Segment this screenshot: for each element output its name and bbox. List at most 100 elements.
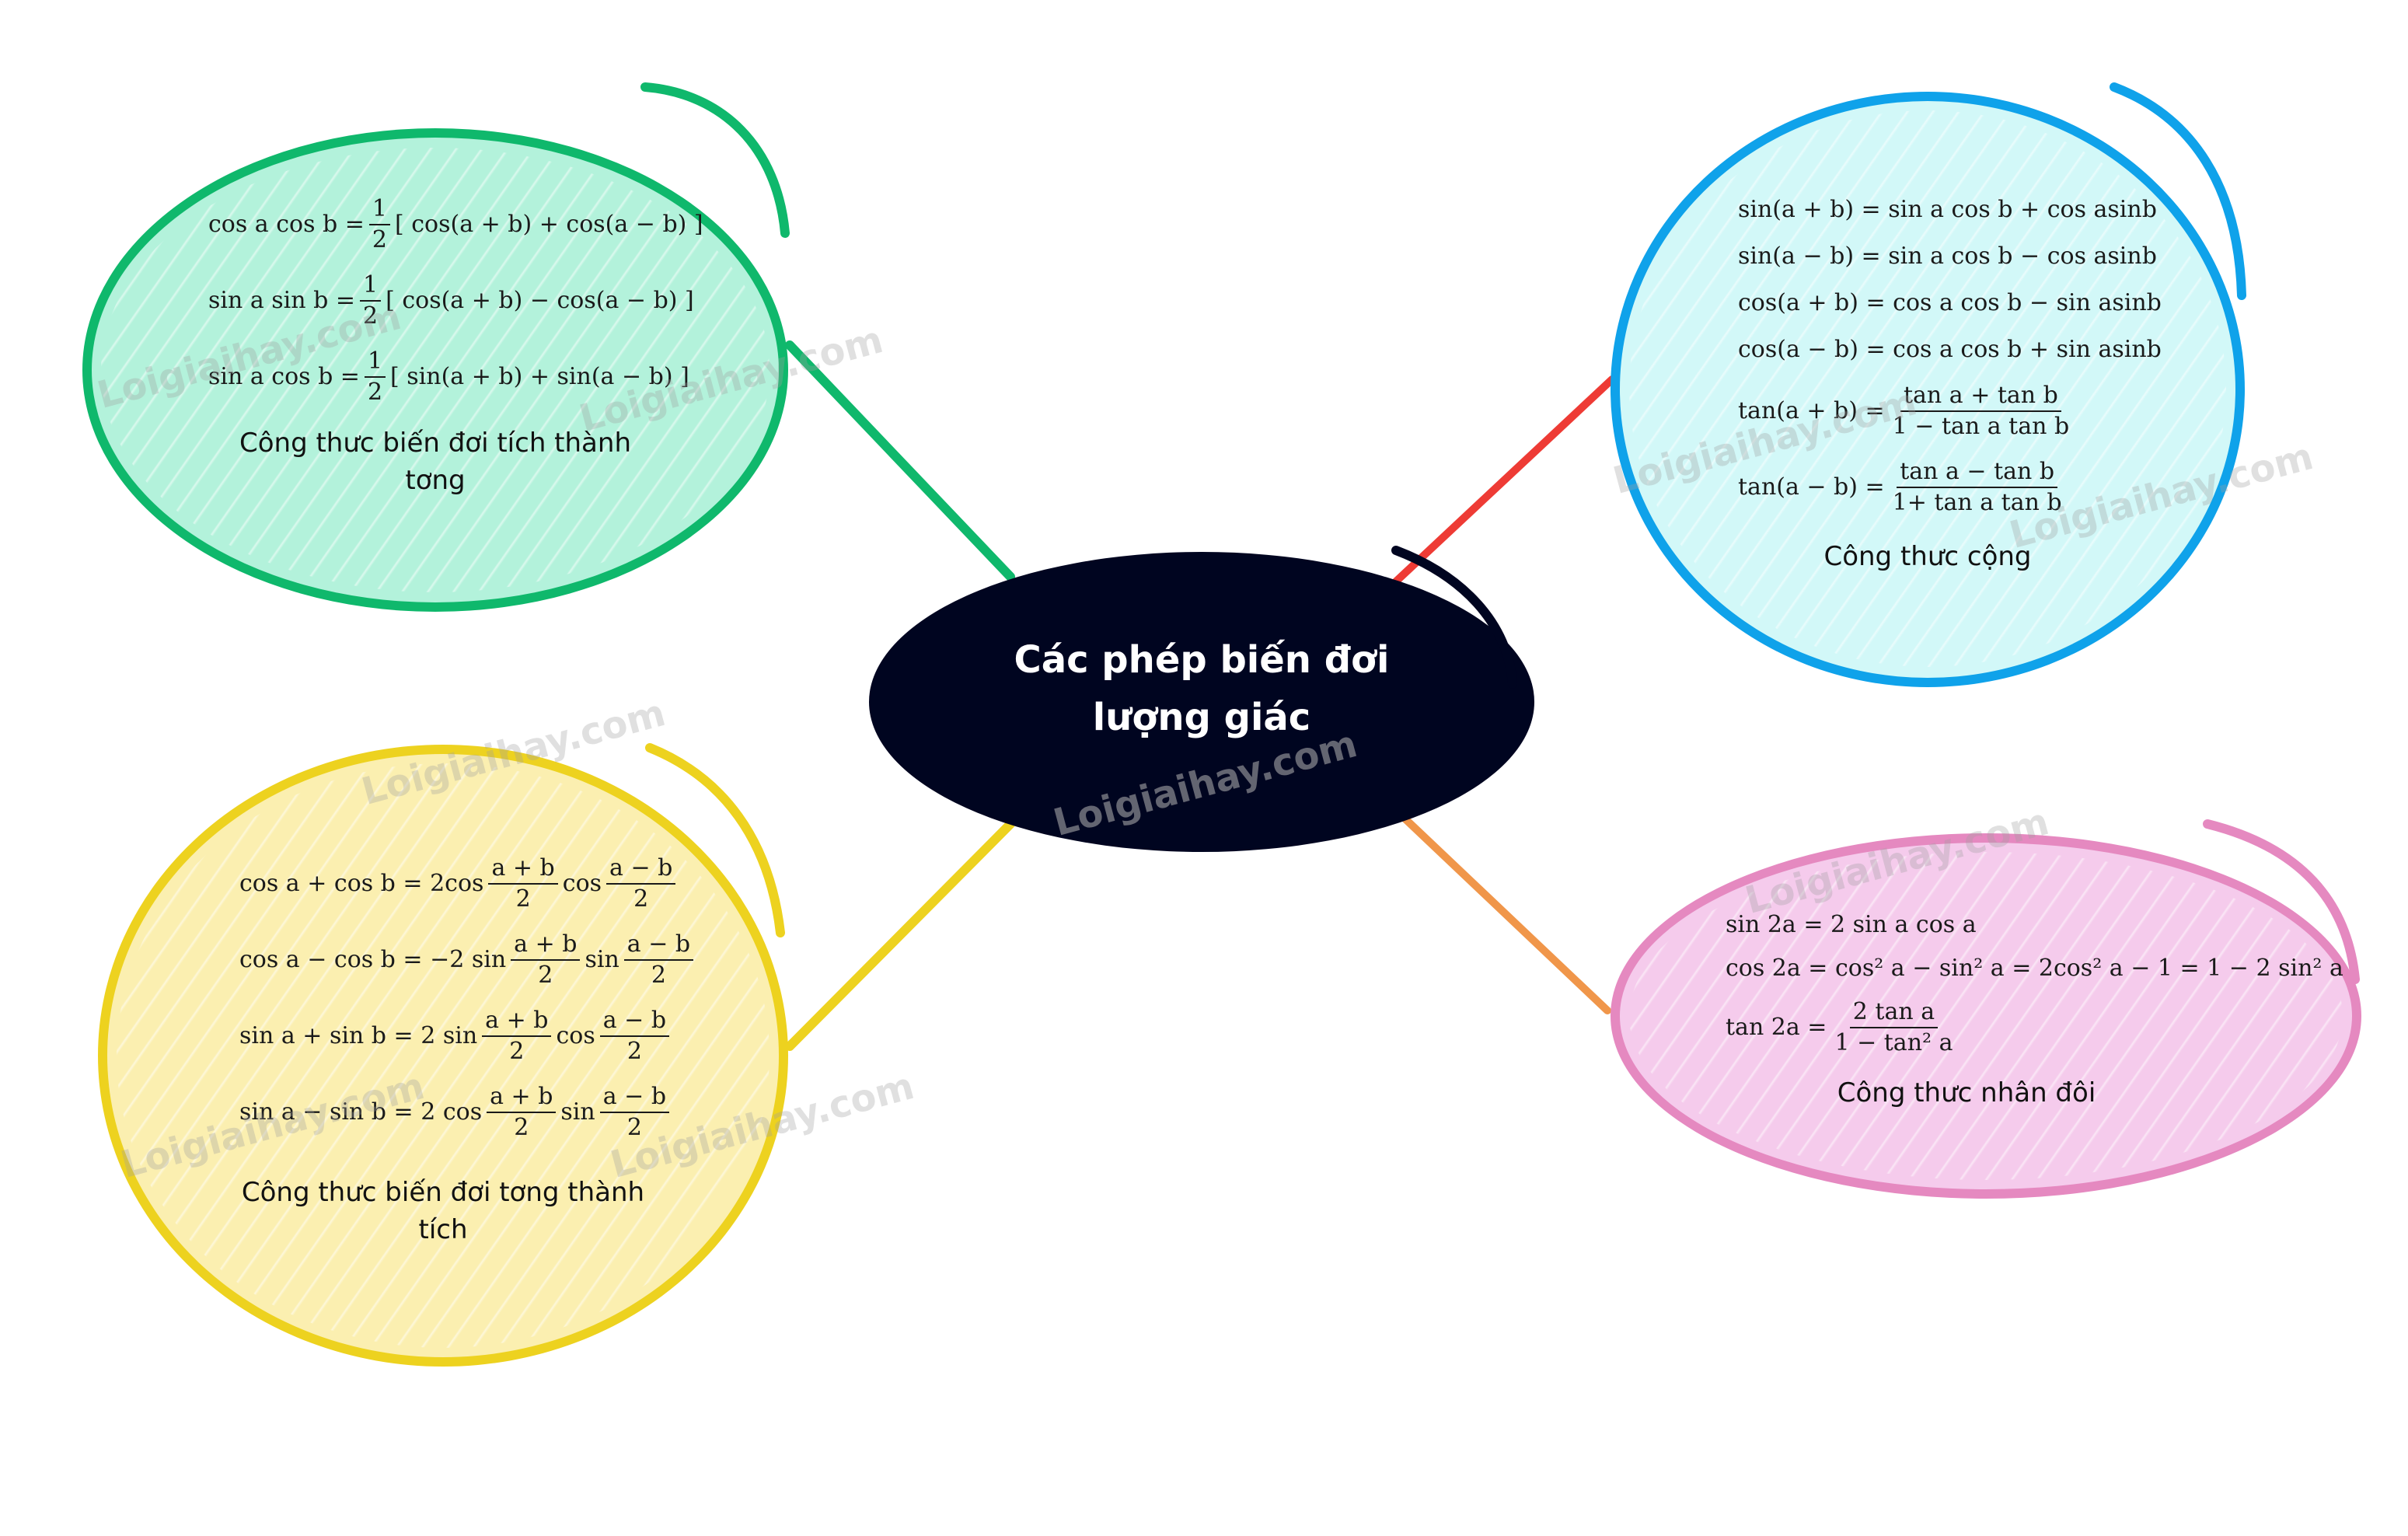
formula-lhs: cos a − cos b = −2 sin bbox=[239, 946, 507, 973]
central-node[interactable] bbox=[869, 552, 1534, 852]
formula-line: sin 2a = 2 sin a cos a bbox=[1726, 911, 1977, 938]
fraction-denominator: 1 − tan² a bbox=[1834, 1029, 1953, 1056]
fraction-numerator: a + b bbox=[488, 857, 558, 885]
accent-stroke-yellow bbox=[645, 743, 785, 937]
formula-function: sin bbox=[585, 946, 619, 973]
fraction-denominator: 2 bbox=[626, 1114, 642, 1141]
caption-product-to-sum: Công thưc biến đơi tích thành tơng bbox=[187, 424, 684, 499]
caption-line: tơng bbox=[405, 465, 466, 496]
formula-lhs: tan(a + b) = bbox=[1738, 397, 1885, 424]
caption-addition: Công thưc cộng bbox=[1823, 541, 2032, 572]
accent-stroke-green bbox=[640, 82, 790, 238]
accent-stroke-blue bbox=[2110, 82, 2246, 300]
central-title-line: Các phép biến đơi bbox=[1014, 638, 1390, 682]
fraction-denominator: 2 bbox=[633, 885, 649, 913]
formula-lhs: sin a + sin b = 2 sin bbox=[239, 1022, 478, 1049]
formula-lhs: sin a sin b = bbox=[208, 287, 355, 314]
formula-function: sin bbox=[560, 1098, 595, 1126]
formula-lhs: sin a cos b = bbox=[208, 363, 360, 390]
formula-line: cos(a + b) = cos a cos b − sin asinb bbox=[1738, 289, 2162, 316]
formula-lhs: cos a cos b = bbox=[208, 211, 365, 238]
fraction-denominator: 1 − tan a tan b bbox=[1892, 413, 2070, 440]
formula-line: sin(a − b) = sin a cos b − cos asinb bbox=[1738, 243, 2157, 270]
fraction-denominator: 2 bbox=[514, 1114, 529, 1141]
fraction-numerator: 1 bbox=[364, 350, 386, 378]
fraction-numerator: 2 tan a bbox=[1849, 1000, 1939, 1028]
central-title: Các phép biến đơi lượng giác bbox=[947, 631, 1457, 746]
fraction-denominator: 2 bbox=[626, 1038, 642, 1065]
formula-line: cos(a − b) = cos a cos b + sin asinb bbox=[1738, 336, 2162, 363]
fraction-numerator: tan a − tan b bbox=[1897, 460, 2058, 488]
fraction-denominator: 2 bbox=[363, 302, 379, 330]
formula-rhs: [ sin(a + b) + sin(a − b) ] bbox=[390, 363, 689, 390]
connector-addition bbox=[1392, 375, 1616, 585]
caption-line: tích bbox=[418, 1214, 468, 1245]
central-title-line: lượng giác bbox=[1092, 696, 1311, 739]
connector-product-to-sum bbox=[785, 340, 1015, 581]
connector-double-angle bbox=[1395, 809, 1611, 1014]
fraction-numerator: a − b bbox=[606, 857, 676, 885]
formula-rhs: [ cos(a + b) + cos(a − b) ] bbox=[394, 211, 703, 238]
formula-line: cos 2a = cos² a − sin² a = 2cos² a − 1 =… bbox=[1726, 955, 2343, 982]
fraction-denominator: 2 bbox=[372, 226, 387, 253]
fraction-numerator: a − b bbox=[599, 1009, 670, 1037]
caption-line: Công thưc biến đơi tích thành bbox=[239, 428, 631, 459]
fraction-denominator: 1+ tan a tan b bbox=[1892, 489, 2062, 516]
caption-double-angle: Công thưc nhân đôi bbox=[1837, 1077, 2096, 1108]
formulas-addition: sin(a + b) = sin a cos b + cos asinb sin… bbox=[1738, 187, 2162, 525]
formula-function: cos bbox=[556, 1022, 595, 1049]
formula-line: sin(a + b) = sin a cos b + cos asinb bbox=[1738, 196, 2157, 223]
caption-line: Công thưc biến đơi tơng thành bbox=[241, 1177, 645, 1208]
formula-function: cos bbox=[562, 870, 602, 897]
fraction-numerator: 1 bbox=[368, 197, 390, 225]
formula-lhs: tan(a − b) = bbox=[1738, 473, 1885, 501]
formula-lhs: tan 2a = bbox=[1726, 1014, 1827, 1041]
formula-lhs: sin a − sin b = 2 cos bbox=[239, 1098, 483, 1126]
fraction-numerator: a + b bbox=[482, 1009, 552, 1037]
fraction-numerator: a + b bbox=[511, 933, 581, 961]
formula-rhs: [ cos(a + b) − cos(a − b) ] bbox=[386, 287, 694, 314]
accent-stroke-pink bbox=[2203, 819, 2360, 984]
formula-lhs: cos a + cos b = 2cos bbox=[239, 870, 484, 897]
accent-stroke-center bbox=[1391, 546, 1517, 689]
fraction-numerator: tan a + tan b bbox=[1900, 384, 2061, 412]
fraction-denominator: 2 bbox=[651, 962, 666, 989]
fraction-numerator: 1 bbox=[360, 274, 382, 302]
fraction-denominator: 2 bbox=[515, 885, 531, 913]
connector-sum-to-product bbox=[785, 819, 1015, 1051]
fraction-numerator: a + b bbox=[487, 1085, 557, 1113]
caption-sum-to-product: Công thưc biến đơi tơng thành tích bbox=[194, 1174, 692, 1248]
formulas-double-angle: sin 2a = 2 sin a cos a cos 2a = cos² a −… bbox=[1726, 903, 2343, 1065]
fraction-denominator: 2 bbox=[367, 379, 383, 406]
fraction-numerator: a − b bbox=[599, 1085, 670, 1113]
fraction-denominator: 2 bbox=[509, 1038, 525, 1065]
